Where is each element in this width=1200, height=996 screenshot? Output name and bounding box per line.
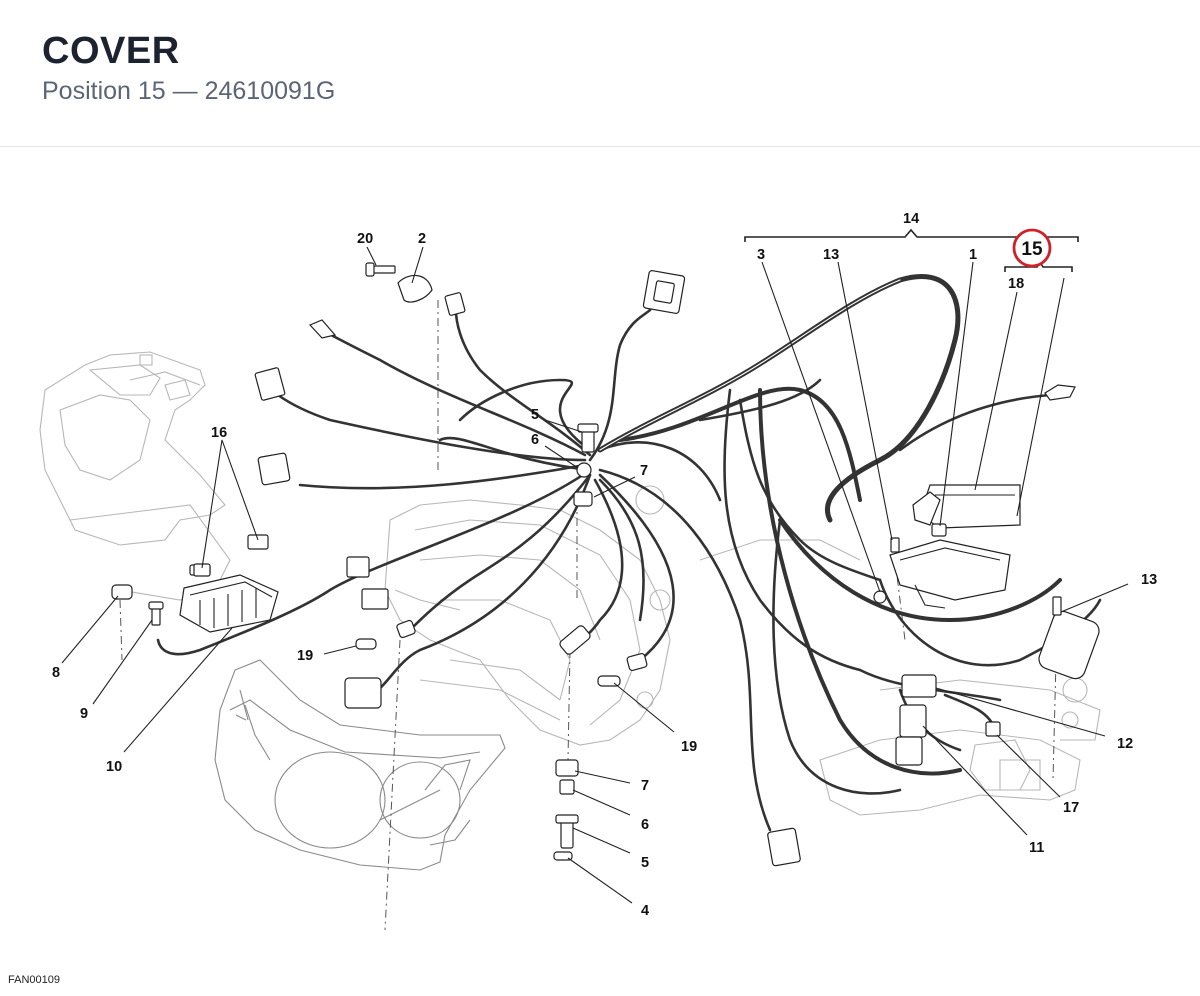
callout-13-right: 13 bbox=[1141, 572, 1157, 588]
callout-6-upper: 6 bbox=[531, 432, 539, 448]
callout-10: 10 bbox=[106, 759, 122, 775]
callout-13-upper: 13 bbox=[823, 247, 839, 263]
callout-2: 2 bbox=[418, 231, 426, 247]
grommet-8 bbox=[111, 584, 133, 600]
callout-16: 16 bbox=[211, 425, 227, 441]
clip-2 bbox=[397, 275, 433, 303]
frame-ghost bbox=[384, 485, 1101, 816]
callout-20: 20 bbox=[357, 231, 373, 247]
speed-nuts bbox=[193, 534, 269, 577]
leader-lines bbox=[61, 228, 1129, 904]
callout-18: 18 bbox=[1008, 276, 1024, 292]
relay-1 bbox=[912, 491, 941, 526]
callout-12: 12 bbox=[1117, 736, 1133, 752]
page-header: COVER Position 15 — 24610091G bbox=[0, 0, 1200, 147]
callout-1: 1 bbox=[969, 247, 977, 263]
screw-20 bbox=[365, 262, 396, 277]
screw-13-upper bbox=[890, 537, 900, 553]
callout-3: 3 bbox=[757, 247, 765, 263]
callout-labels: 20 2 5 6 7 16 8 9 10 19 19 7 6 5 4 14 3 … bbox=[52, 211, 1157, 919]
callout-5-lower: 5 bbox=[641, 855, 649, 871]
connectors bbox=[254, 270, 1100, 867]
fuse-holder-1 bbox=[931, 523, 947, 537]
exploded-parts-diagram: 20 2 5 6 7 16 8 9 10 19 19 7 6 5 4 14 3 … bbox=[0, 147, 1200, 991]
callout-8: 8 bbox=[52, 665, 60, 681]
selected-position-marker[interactable]: 15 bbox=[1012, 228, 1052, 268]
headlight-assembly bbox=[214, 659, 506, 871]
callout-17: 17 bbox=[1063, 800, 1079, 816]
callout-14: 14 bbox=[903, 211, 919, 227]
hardware-stack-upper bbox=[573, 423, 599, 507]
callout-7-upper: 7 bbox=[640, 463, 648, 479]
callout-15-selected: 15 bbox=[1021, 239, 1043, 260]
callout-11: 11 bbox=[1029, 840, 1044, 856]
fairing-bracket-ghost bbox=[39, 351, 231, 601]
page-title: COVER bbox=[42, 30, 180, 72]
callout-9: 9 bbox=[80, 706, 88, 722]
screw-13-right bbox=[1052, 596, 1062, 616]
hardware-stack-lower bbox=[553, 759, 579, 861]
callout-7-lower: 7 bbox=[641, 778, 649, 794]
callout-5-upper: 5 bbox=[531, 407, 539, 423]
control-unit-main bbox=[889, 539, 1011, 609]
callout-4: 4 bbox=[641, 903, 649, 919]
callout-19-left: 19 bbox=[297, 648, 313, 664]
callout-6-lower: 6 bbox=[641, 817, 649, 833]
figure-code: FAN00109 bbox=[8, 974, 60, 986]
position-subtitle: Position 15 — 24610091G bbox=[42, 77, 336, 105]
screw-9 bbox=[148, 601, 164, 626]
callout-19-center: 19 bbox=[681, 739, 697, 755]
